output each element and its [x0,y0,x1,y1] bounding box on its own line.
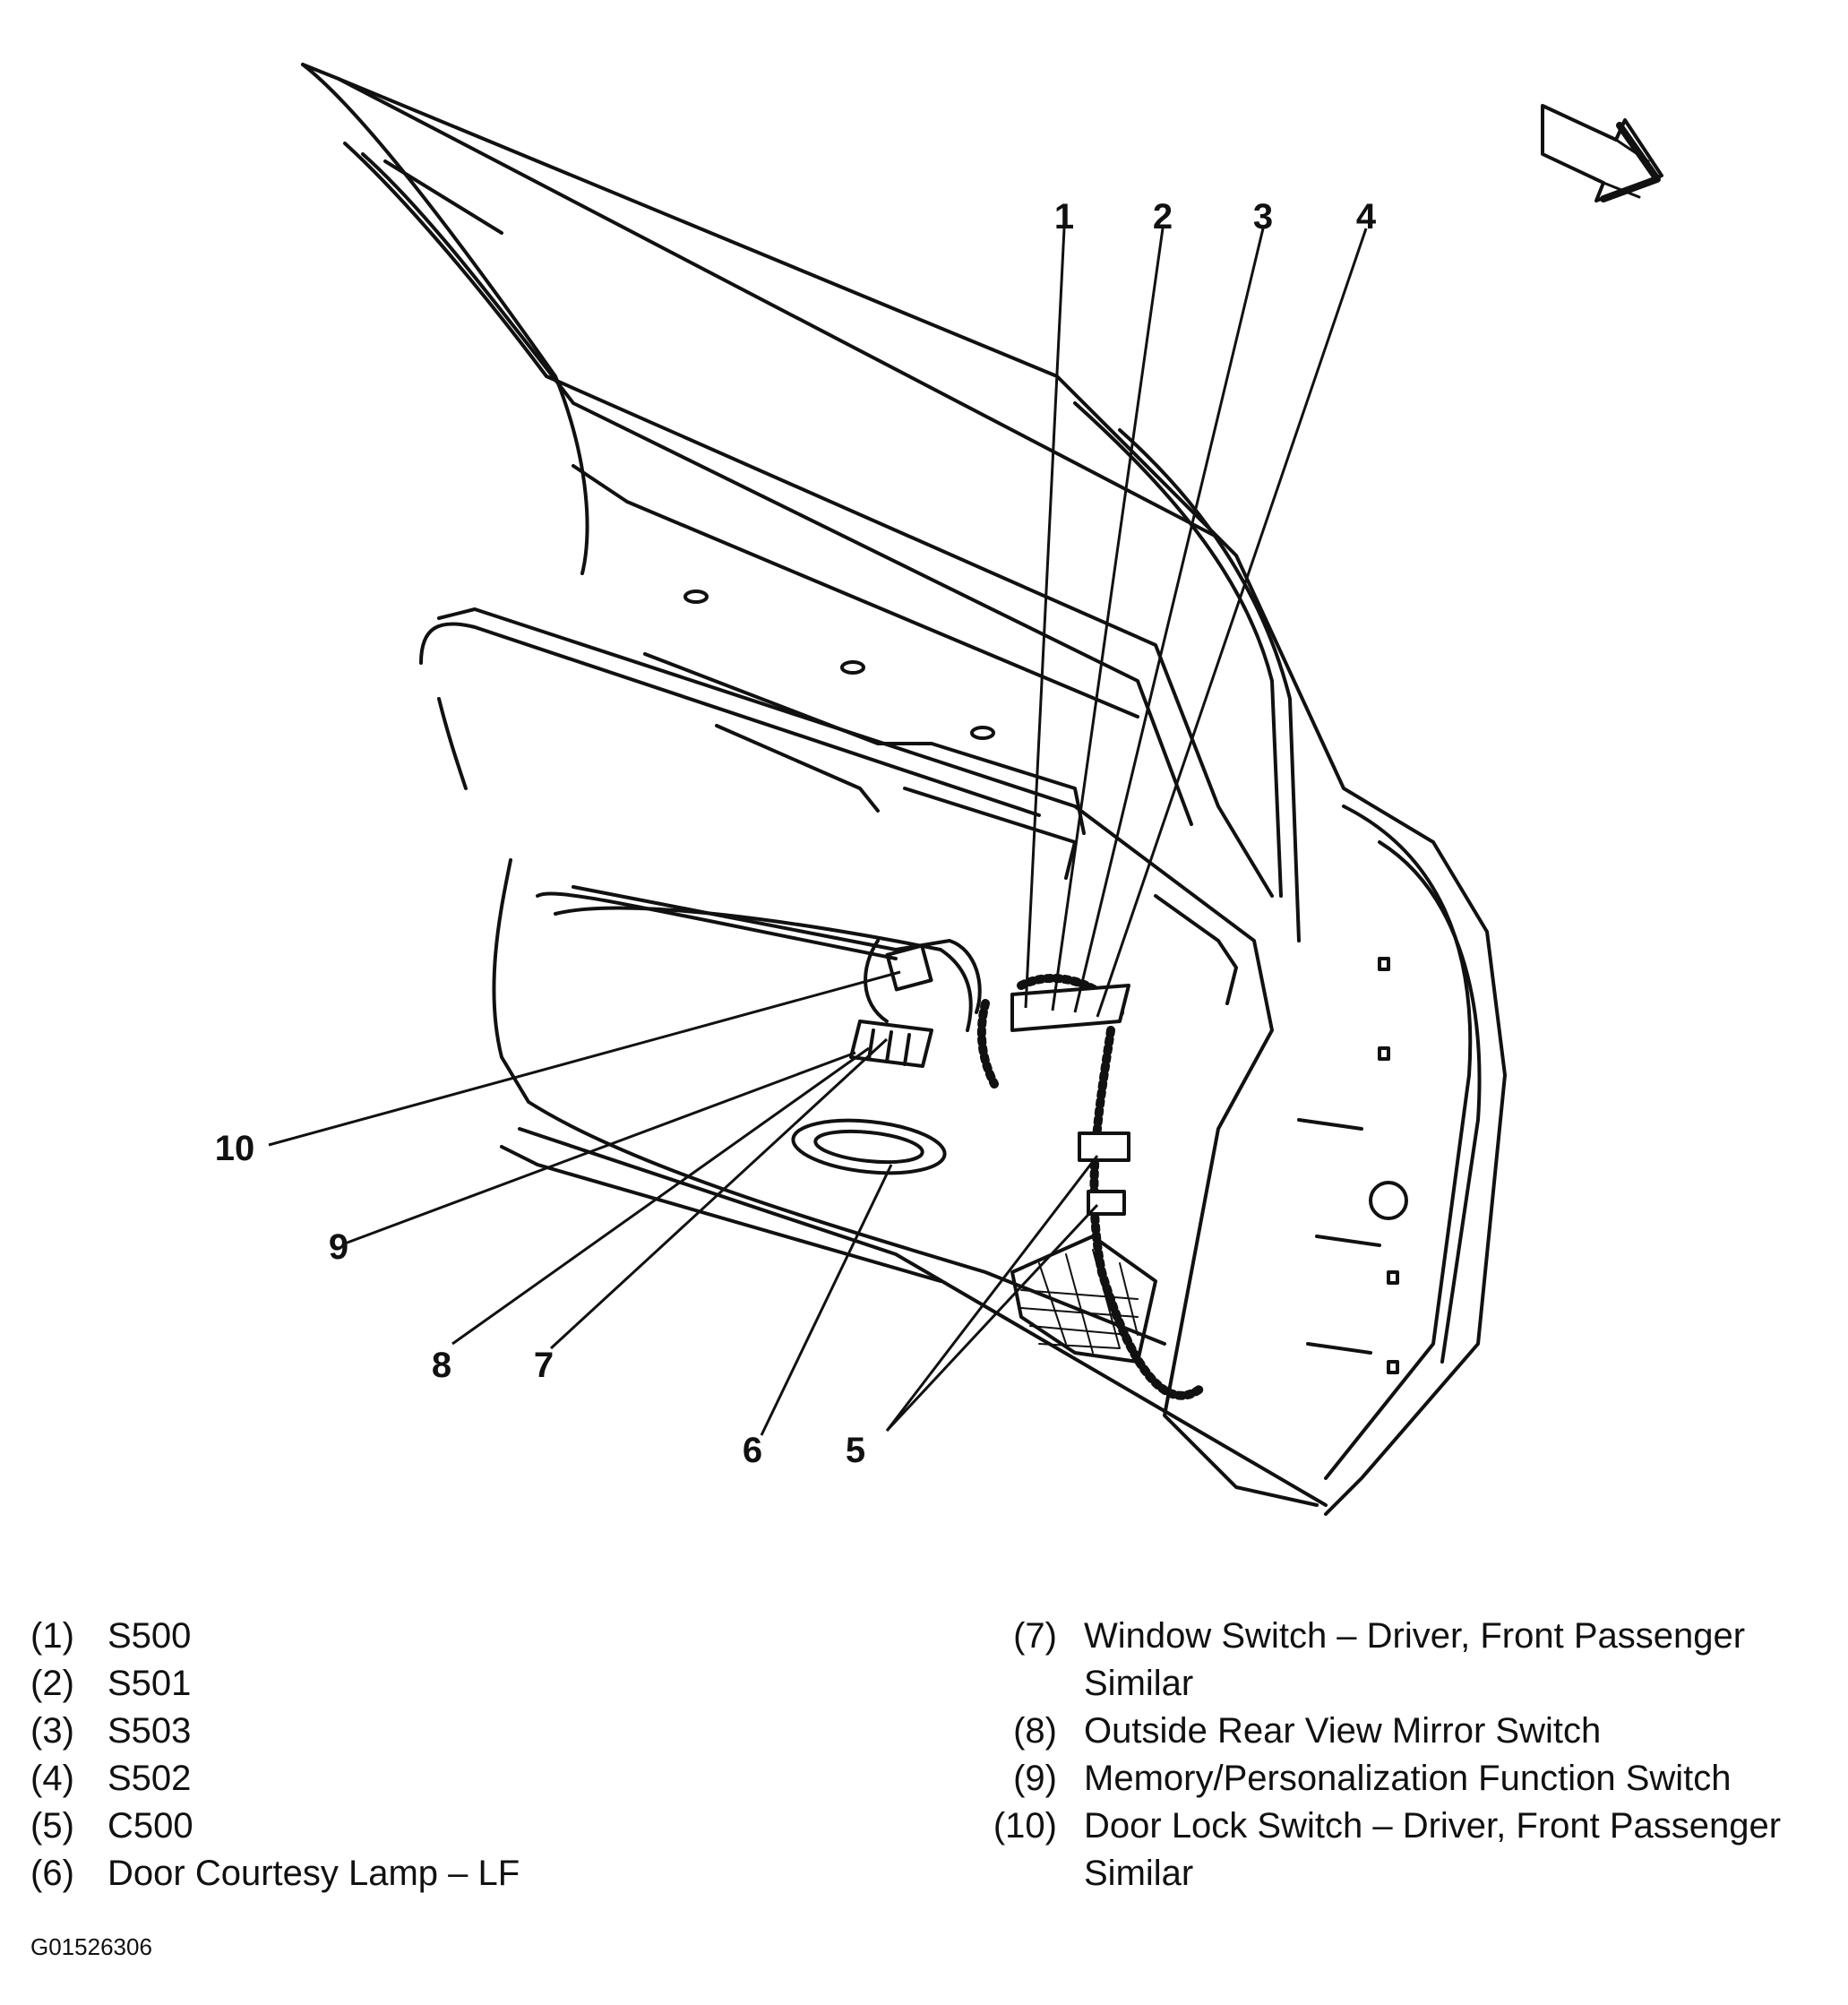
mounting-holes [683,589,1408,1374]
legend-number: (8) [1013,1711,1057,1751]
legend-label-continuation: Similar [1084,1854,1194,1893]
legend-label: Window Switch – Driver, Front Passenger [1084,1616,1746,1656]
callout-9: 9 [329,1227,348,1267]
legend-number: (9) [1013,1759,1057,1798]
legend-label-continuation: Similar [1084,1664,1194,1703]
legend-label: C500 [107,1806,193,1846]
callout-6: 6 [743,1431,762,1470]
legend-number: (1) [30,1616,74,1656]
legend-label: S500 [107,1616,192,1656]
leader-line-5a [885,1155,1099,1432]
leader-line-5b [885,1203,1099,1433]
leader-line-7 [549,1037,889,1350]
legend-label: S503 [107,1711,192,1751]
legend-label: S501 [107,1664,192,1703]
legend-number: (4) [30,1759,74,1798]
leader-line-3 [1073,228,1265,1013]
speaker-grille [1010,1235,1157,1364]
legend-number: (2) [30,1664,74,1703]
legend-number: (5) [30,1806,74,1846]
callout-5: 5 [846,1431,865,1470]
legend-number: (3) [30,1711,74,1751]
legend-label: Outside Rear View Mirror Switch [1084,1711,1602,1751]
armrest-switch-pod [554,906,973,1175]
figure-id: G01526306 [30,1933,152,1960]
callout-2: 2 [1153,197,1173,237]
callout-7: 7 [534,1346,554,1385]
callout-3: 3 [1253,197,1273,237]
leader-line-6 [760,1164,893,1436]
wiring-harness [976,974,1205,1400]
leader-line-2 [1051,228,1165,1011]
leader-line-10 [268,970,901,1147]
leader-lines [268,228,1368,1436]
front-direction-arrow-icon [1541,104,1663,202]
callout-10: 10 [215,1129,255,1168]
legend-number: (6) [30,1854,74,1893]
legend-label: Door Lock Switch – Driver, Front Passeng… [1084,1806,1782,1846]
door-component-locator-diagram: 1 2 3 4 5 6 7 8 9 10 [215,63,1663,1516]
door-frame [301,63,1507,1516]
leader-line-4 [1096,228,1368,1018]
legend-label: Memory/Personalization Function Switch [1084,1759,1732,1798]
callout-8: 8 [432,1346,451,1385]
legend-label: S502 [107,1759,192,1798]
callout-4: 4 [1356,197,1377,237]
leader-line-9 [344,1051,856,1245]
leader-line-1 [1024,228,1066,1009]
callout-1: 1 [1054,197,1074,237]
legend-label: Door Courtesy Lamp – LF [107,1854,520,1893]
legend-number: (7) [1013,1616,1057,1656]
legend-number: (10) [993,1806,1057,1846]
leader-line-8 [451,1046,870,1346]
